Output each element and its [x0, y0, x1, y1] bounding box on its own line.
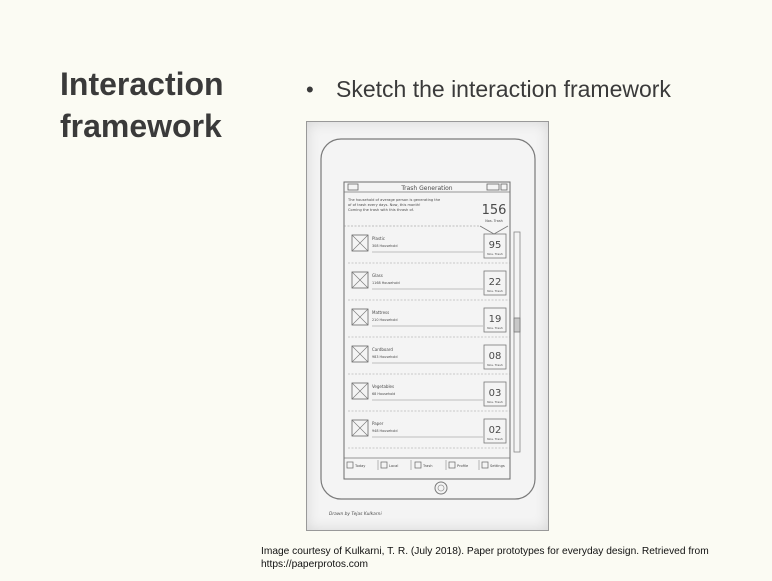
item-image-placeholder-icon	[351, 234, 369, 252]
slide-title: Interaction framework	[60, 64, 290, 147]
item-value-box	[483, 270, 507, 296]
sketch-item-unit: Nos. Trash	[487, 363, 503, 367]
sketch-item-name: Mattress	[372, 310, 389, 315]
sketch-item-value: 03	[489, 388, 502, 399]
sketch-item-name: Plastic	[372, 236, 385, 241]
item-image-placeholder-icon	[351, 271, 369, 289]
total-pointer	[479, 225, 509, 235]
sketch-item-value: 95	[489, 240, 502, 251]
sketch-item-qty: 1168 Household	[372, 281, 400, 285]
home-button-icon	[434, 481, 448, 495]
menu-button-icon	[486, 183, 500, 191]
sketch-tab-profile: Profile	[457, 464, 469, 468]
item-image-placeholder-icon	[351, 382, 369, 400]
sketch-item-unit: Nos. Trash	[487, 400, 503, 404]
sketch-item-4: Vegetables 68 Household 03 Nos. Trash	[348, 381, 510, 412]
caption-line-2: https://paperprotos.com	[261, 558, 369, 570]
sketch-tab-bar: Today Local Trash Profile Settings	[346, 460, 505, 470]
item-image-placeholder-cross	[351, 345, 369, 363]
item-image-placeholder-icon	[351, 308, 369, 326]
item-value-box	[483, 307, 507, 333]
sketch-item-unit: Nos. Trash	[487, 326, 503, 330]
sketch-item-name: Cardboard	[372, 347, 393, 352]
tab-settings-icon	[481, 461, 489, 469]
image-caption: Image courtesy of Kulkarni, T. R. (July …	[261, 546, 766, 572]
bullet-icon: •	[306, 77, 314, 102]
item-value-box	[483, 381, 507, 407]
sketch-item-unit: Nos. Trash	[487, 437, 503, 441]
sketch-item-name: Paper	[372, 421, 384, 426]
sketch-signature: Drawn by Tejas Kulkarni	[329, 511, 382, 517]
caption-line-1: Image courtesy of Kulkarni, T. R. (July …	[261, 546, 709, 557]
slide-title-line-1: Interaction	[60, 66, 224, 102]
sketch-item-value: 08	[489, 351, 502, 362]
tablet-outline	[320, 138, 536, 500]
sketch-tab-local: Local	[389, 464, 398, 468]
sketch-item-value: 02	[489, 425, 502, 436]
item-image-placeholder-icon	[351, 345, 369, 363]
tablet-screen	[343, 181, 511, 480]
tab-trash-icon	[414, 461, 422, 469]
paper-prototype-image: Trash Generation The household of averag…	[306, 121, 549, 531]
tab-local-icon	[380, 461, 388, 469]
scroll-thumb	[513, 317, 521, 333]
item-image-placeholder-cross	[351, 308, 369, 326]
bullet-point: • Sketch the interaction framework	[306, 76, 671, 103]
scroll-track	[513, 231, 521, 453]
item-image-placeholder-cross	[351, 271, 369, 289]
sketch-tab-trash: Trash	[422, 464, 433, 468]
sketch-item-qty: 308 Household	[372, 244, 398, 248]
back-button-icon	[347, 183, 359, 191]
item-image-placeholder-cross	[351, 382, 369, 400]
tab-today-icon	[346, 461, 354, 469]
sketch-item-qty: 948 Household	[372, 429, 398, 433]
sketch-item-1: Glass 1168 Household 22 Nos. Trash	[348, 270, 510, 301]
sketch-item-name: Vegetables	[372, 384, 394, 389]
tab-profile-icon	[448, 461, 456, 469]
sketch-tab-today: Today	[354, 464, 366, 468]
item-image-placeholder-icon	[351, 419, 369, 437]
sketch-item-value: 22	[489, 277, 502, 288]
paper-prototype-sketch: Trash Generation The household of averag…	[320, 138, 536, 517]
sketch-total-unit: Nos. Trash	[485, 219, 503, 223]
item-value-box	[483, 233, 507, 259]
sketch-item-name: Glass	[372, 273, 383, 278]
sketch-item-qty: 210 Household	[372, 318, 398, 322]
sketch-item-5: Paper 948 Household 02 Nos. Trash	[348, 418, 510, 449]
bullet-text: Sketch the interaction framework	[336, 76, 671, 102]
sketch-item-unit: Nos. Trash	[487, 289, 503, 293]
slide-title-line-2: framework	[60, 107, 222, 144]
sketch-app-title: Trash Generation	[400, 185, 452, 192]
sketch-total-value: 156	[482, 203, 507, 218]
sketch-item-0: Plastic 308 Household 95 Nos. Trash	[348, 233, 510, 264]
sketch-item-2: Mattress 210 Household 19 Nos. Trash	[348, 307, 510, 338]
sketch-item-qty: 983 Household	[372, 355, 398, 359]
sketch-item-value: 19	[489, 314, 502, 325]
item-value-box	[483, 418, 507, 444]
item-image-placeholder-cross	[351, 234, 369, 252]
sketch-item-unit: Nos. Trash	[487, 252, 503, 256]
sketch-tab-settings: Settings	[490, 464, 505, 468]
item-value-box	[483, 344, 507, 370]
home-button-inner-icon	[437, 484, 445, 492]
sketch-header-note: The household of average person is gener…	[347, 198, 441, 212]
close-button-icon	[500, 183, 508, 191]
sketch-item-3: Cardboard 983 Household 08 Nos. Trash	[348, 344, 510, 375]
sketch-item-qty: 68 Household	[372, 392, 395, 396]
item-image-placeholder-cross	[351, 419, 369, 437]
